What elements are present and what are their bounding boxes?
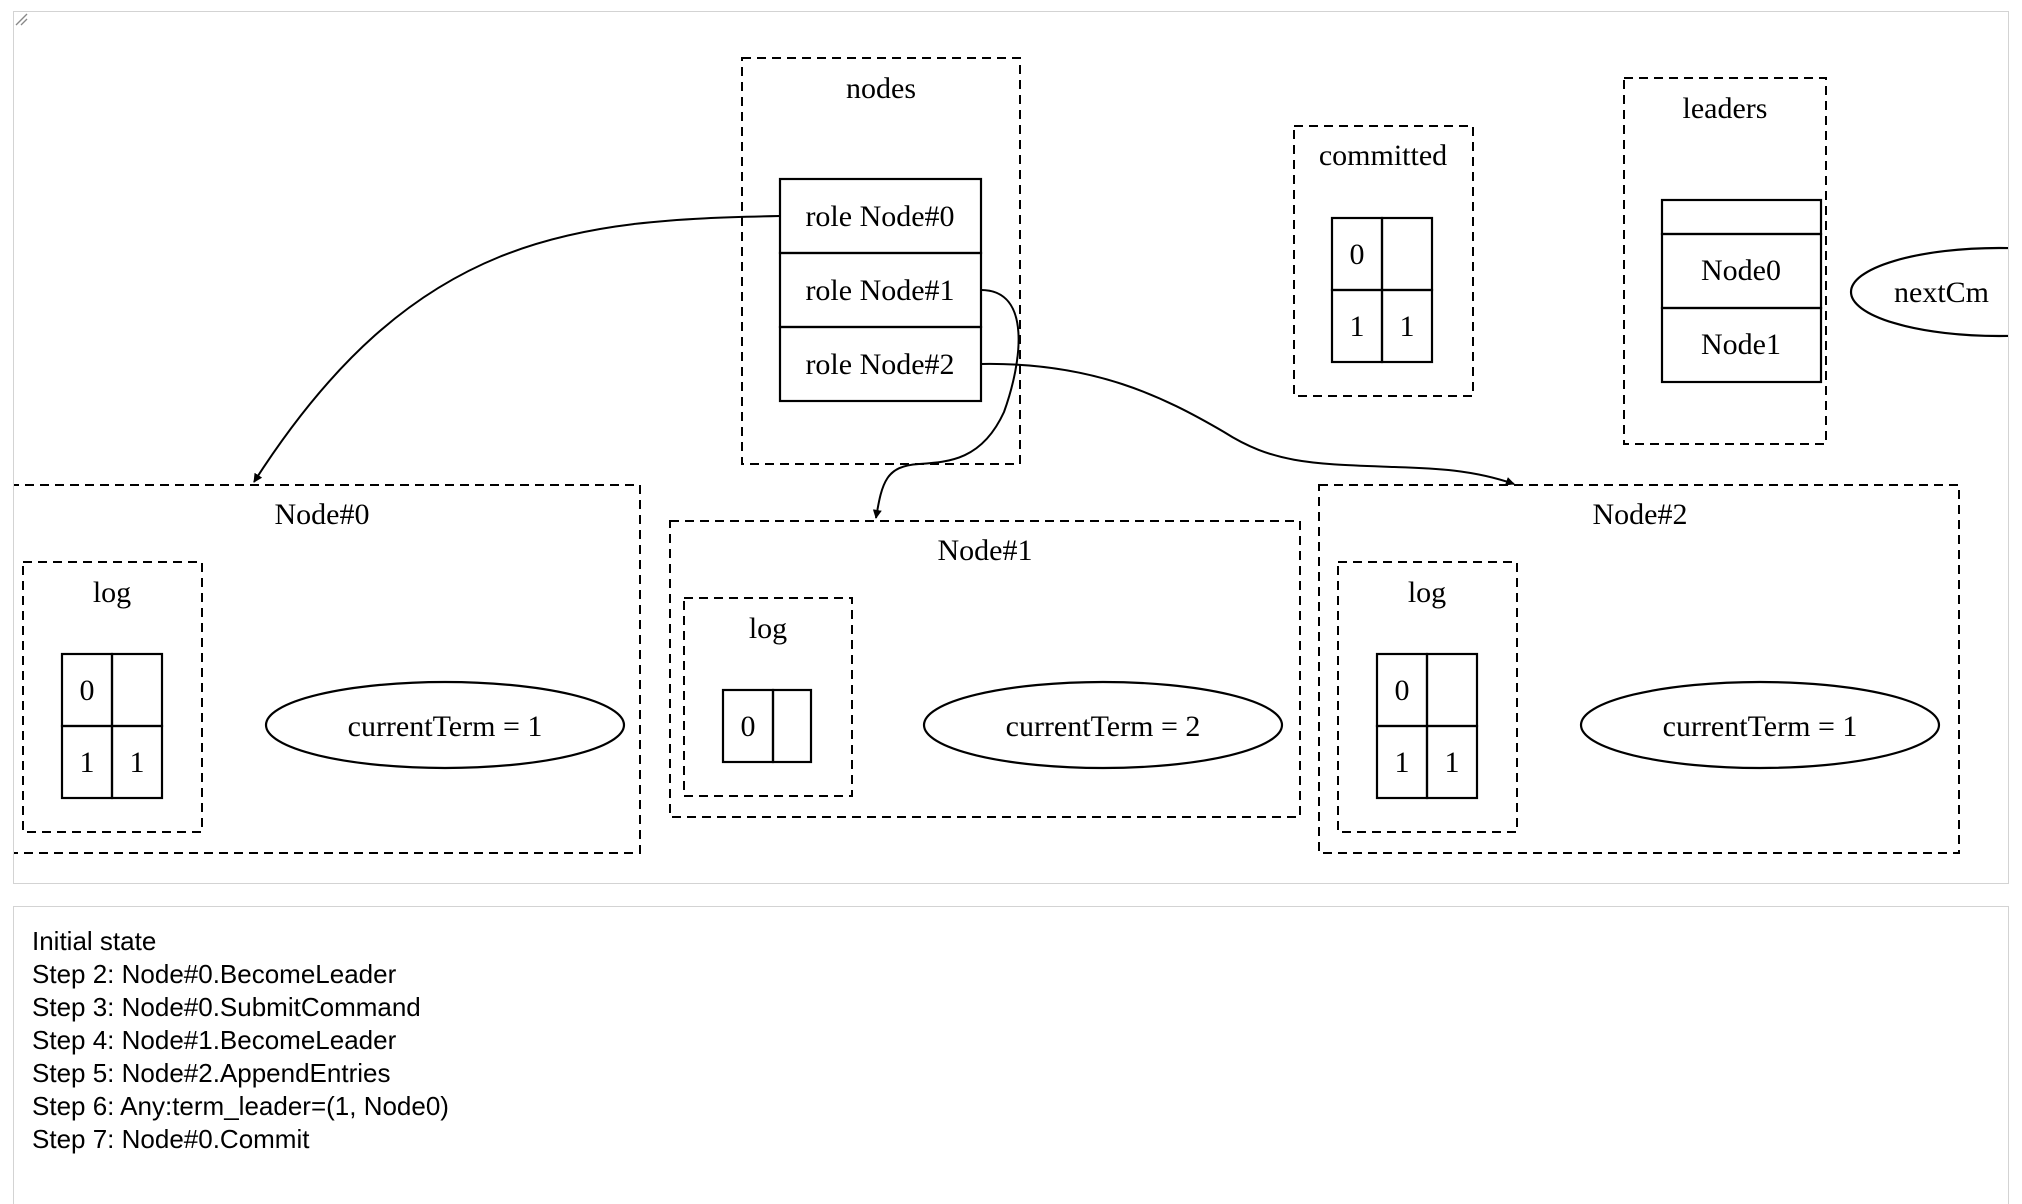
nodes-record: role Node#0 role Node#1 role Node#2 — [778, 177, 983, 403]
node0-cluster: Node#0 log 0 1 1 currentTerm = 1 — [14, 484, 641, 854]
node1-cluster: Node#1 log 0 currentTerm = 2 — [669, 520, 1301, 818]
node1-log-table: 0 — [721, 688, 813, 764]
node1-cluster-label: Node#1 — [938, 534, 1033, 567]
trace-panel[interactable]: Initial state Step 2: Node#0.BecomeLeade… — [13, 906, 2009, 1204]
leaders-entry: Node0 — [1701, 254, 1781, 287]
committed-cluster: committed 0 1 1 — [1293, 125, 1474, 397]
node0-term-node[interactable]: currentTerm = 1 — [264, 680, 626, 770]
node2-cluster-label: Node#2 — [1593, 498, 1688, 531]
node1-term-node[interactable]: currentTerm = 2 — [922, 680, 1284, 770]
node2-term-label: currentTerm = 1 — [1663, 710, 1858, 743]
node2-log-table: 0 1 1 — [1375, 652, 1479, 800]
node2-log-cell: 1 — [1395, 746, 1410, 779]
node0-cluster-label: Node#0 — [275, 498, 370, 531]
node1-log-cell: 0 — [741, 710, 756, 743]
edge-role-node1-to-node1 — [872, 289, 1020, 519]
node2-cluster: Node#2 log 0 1 1 currentTerm = 1 — [1318, 484, 1960, 854]
node0-log-label: log — [93, 576, 131, 609]
node0-log-table: 0 1 1 — [60, 652, 164, 800]
trace-line: Step 2: Node#0.BecomeLeader — [32, 959, 397, 989]
next-cmd-node[interactable]: nextCm — [1849, 246, 2009, 338]
node1-log-label: log — [749, 612, 787, 645]
node2-log-cell: 1 — [1445, 746, 1460, 779]
role-node1-field[interactable]: role Node#1 — [805, 274, 954, 307]
graph-panel[interactable]: nodes role Node#0 role Node#1 role Node#… — [13, 11, 2009, 884]
leaders-list: Node0 Node1 — [1660, 198, 1823, 384]
edge-role-node2-to-node2 — [980, 362, 1515, 486]
node1-term-label: currentTerm = 2 — [1006, 710, 1201, 743]
node2-log-label: log — [1408, 576, 1446, 609]
committed-cell: 1 — [1350, 310, 1365, 343]
role-node0-field[interactable]: role Node#0 — [805, 200, 954, 233]
nodes-cluster-label: nodes — [846, 72, 916, 105]
node2-log-cell: 0 — [1395, 674, 1410, 707]
node2-term-node[interactable]: currentTerm = 1 — [1579, 680, 1941, 770]
committed-table: 0 1 1 — [1330, 216, 1434, 364]
committed-cell: 1 — [1400, 310, 1415, 343]
trace-line: Initial state — [32, 926, 157, 956]
committed-cluster-label: committed — [1319, 139, 1447, 172]
nodes-cluster: nodes role Node#0 role Node#1 role Node#… — [741, 57, 1021, 465]
node0-log-cell: 1 — [80, 746, 95, 779]
edge-role-node0-to-node0 — [253, 215, 781, 483]
node0-log-cell: 0 — [80, 674, 95, 707]
leaders-entry: Node1 — [1701, 328, 1781, 361]
leaders-cluster: leaders Node0 Node1 — [1623, 77, 1827, 445]
trace-line: Step 5: Node#2.AppendEntries — [32, 1058, 391, 1088]
leaders-cluster-label: leaders — [1683, 92, 1768, 125]
trace-line: Step 4: Node#1.BecomeLeader — [32, 1025, 397, 1055]
trace-line: Step 7: Node#0.Commit — [32, 1124, 310, 1154]
committed-cell: 0 — [1350, 238, 1365, 271]
state-graph: nodes role Node#0 role Node#1 role Node#… — [14, 57, 2009, 854]
resize-handle-icon[interactable] — [14, 12, 28, 26]
node0-log-cell: 1 — [130, 746, 145, 779]
next-cmd-label: nextCm — [1894, 276, 1989, 309]
node0-term-label: currentTerm = 1 — [348, 710, 543, 743]
role-node2-field[interactable]: role Node#2 — [805, 348, 954, 381]
trace-line: Step 3: Node#0.SubmitCommand — [32, 992, 421, 1022]
trace-line: Step 6: Any:term_leader=(1, Node0) — [32, 1091, 449, 1121]
